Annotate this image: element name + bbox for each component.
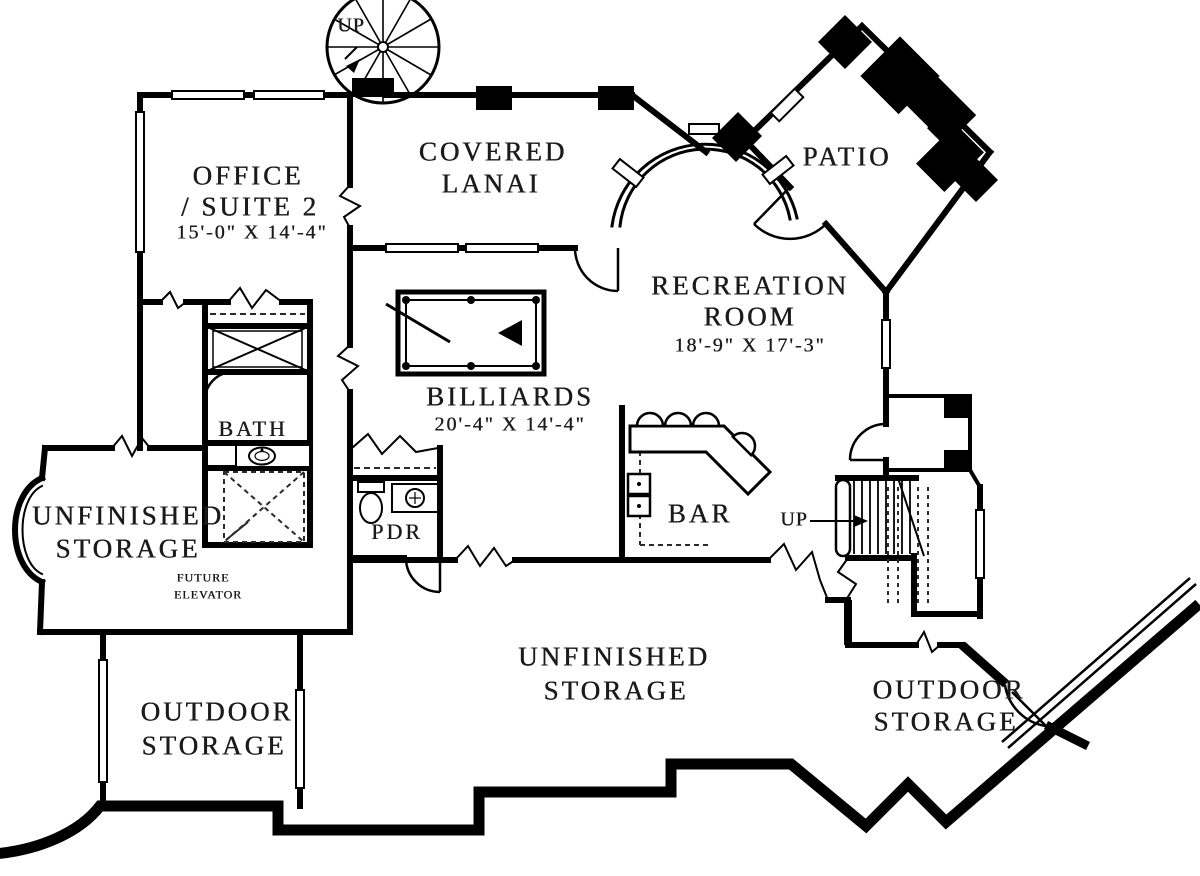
door-arc [573, 247, 620, 293]
wall-break-marks [111, 184, 941, 654]
stair-handrail [834, 478, 852, 558]
billiard-table-icon [385, 289, 547, 377]
window [769, 87, 805, 123]
window [975, 509, 985, 579]
windows [98, 87, 985, 789]
label-recreation-dims: 18'-9" X 17'-3" [674, 334, 826, 357]
label-office-dims: 15'-0" X 14'-4" [176, 221, 328, 244]
column [944, 396, 970, 418]
door-arc [753, 186, 827, 241]
label-bath: BATH [218, 416, 288, 441]
window [98, 659, 108, 783]
column [476, 86, 512, 110]
bath-sink [235, 444, 311, 468]
understair-dashed [887, 487, 929, 607]
column [818, 15, 872, 69]
label-recreation-1: RECREATION [651, 270, 849, 301]
label-covered-lanai-2: LANAI [441, 168, 541, 199]
label-billiards: BILLIARDS [426, 381, 594, 412]
window [688, 123, 720, 135]
future-elevator-shaft [223, 471, 305, 543]
label-unfinished-left-2: STORAGE [55, 533, 201, 564]
label-outdoor-left-1: OUTDOOR [140, 696, 294, 727]
mechanical-closet [204, 325, 311, 373]
spiral-staircase-icon [325, 0, 441, 105]
label-future-elevator-2: ELEVATOR [173, 587, 243, 602]
bar-stool-icon [663, 411, 693, 428]
label-spiral-up: UP [337, 14, 365, 37]
label-future-elevator-1: FUTURE [176, 570, 230, 585]
stair-break-line [897, 477, 925, 557]
label-outdoor-right-1: OUTDOOR [872, 674, 1026, 705]
label-covered-lanai-1: COVERED [418, 136, 568, 167]
door-arc [848, 422, 887, 462]
window [385, 243, 459, 253]
column [944, 450, 970, 470]
label-outdoor-right-2: STORAGE [873, 706, 1019, 737]
column [952, 156, 998, 202]
dashed-lines [210, 313, 929, 607]
label-unfinished-bottom-2: STORAGE [543, 675, 689, 706]
window [761, 154, 795, 186]
bar-counter [626, 411, 773, 518]
label-bar: BAR [667, 498, 733, 529]
column [352, 78, 394, 97]
bar-stool-icon [731, 431, 757, 457]
label-recreation-2: ROOM [703, 301, 797, 332]
door-arc [404, 557, 442, 594]
label-stair-up: UP [780, 508, 808, 531]
window [611, 157, 645, 189]
pdr-toilet [357, 481, 385, 524]
window [253, 90, 325, 100]
bar-stool-icon [691, 411, 721, 428]
label-pdr: PDR [371, 519, 423, 544]
column [598, 86, 634, 110]
window [881, 319, 891, 369]
doors [203, 186, 1047, 728]
cue-stick-icon [385, 302, 451, 344]
label-office-name: OFFICE [192, 160, 304, 191]
billiard-rack-icon [498, 320, 522, 346]
door-arc [203, 370, 234, 401]
label-unfinished-bottom-1: UNFINISHED [518, 641, 710, 672]
staircase-icon [810, 477, 925, 558]
bar-stool-icon [635, 411, 665, 428]
label-office-suite: / SUITE 2 [181, 191, 319, 222]
up-arrowhead [854, 515, 868, 527]
column [712, 112, 762, 162]
label-billiards-dims: 20'-4" X 14'-4" [434, 413, 586, 436]
pdr-sink [391, 483, 439, 513]
window [135, 111, 145, 253]
bar-dashed [639, 442, 712, 546]
window [465, 243, 539, 253]
window [295, 689, 305, 789]
label-outdoor-left-2: STORAGE [141, 730, 287, 761]
label-unfinished-left-1: UNFINISHED [32, 500, 224, 531]
window [171, 90, 245, 100]
door-arc [1003, 684, 1047, 728]
label-patio: PATIO [802, 141, 892, 172]
